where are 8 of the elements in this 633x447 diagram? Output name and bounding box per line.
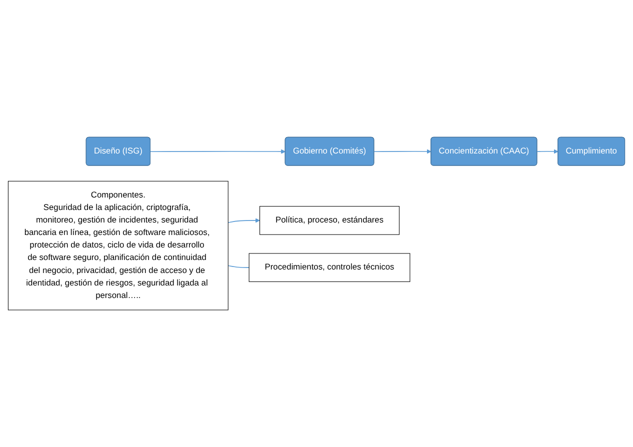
node-box: Componentes. Seguridad de la aplicación, criptografía, monitoreo, gestión de incidentes, seguridad bancaria en línea, gestión de software maliciosos, protección de datos, ciclo de vida de desarrollo de software seguro, planificación de continuidad del negocio, privacidad, gestión de acceso y de identidad, gestión de riesgos, seguridad ligada al personal….. [8,180,228,310]
node-box: Política, proceso, estándares [260,206,400,235]
arrow [536,149,558,154]
connector [228,265,250,268]
arrow [228,218,260,223]
arrow [374,149,432,154]
node-box: Procedimientos, controles técnicos [248,253,410,282]
arrow [150,149,286,154]
